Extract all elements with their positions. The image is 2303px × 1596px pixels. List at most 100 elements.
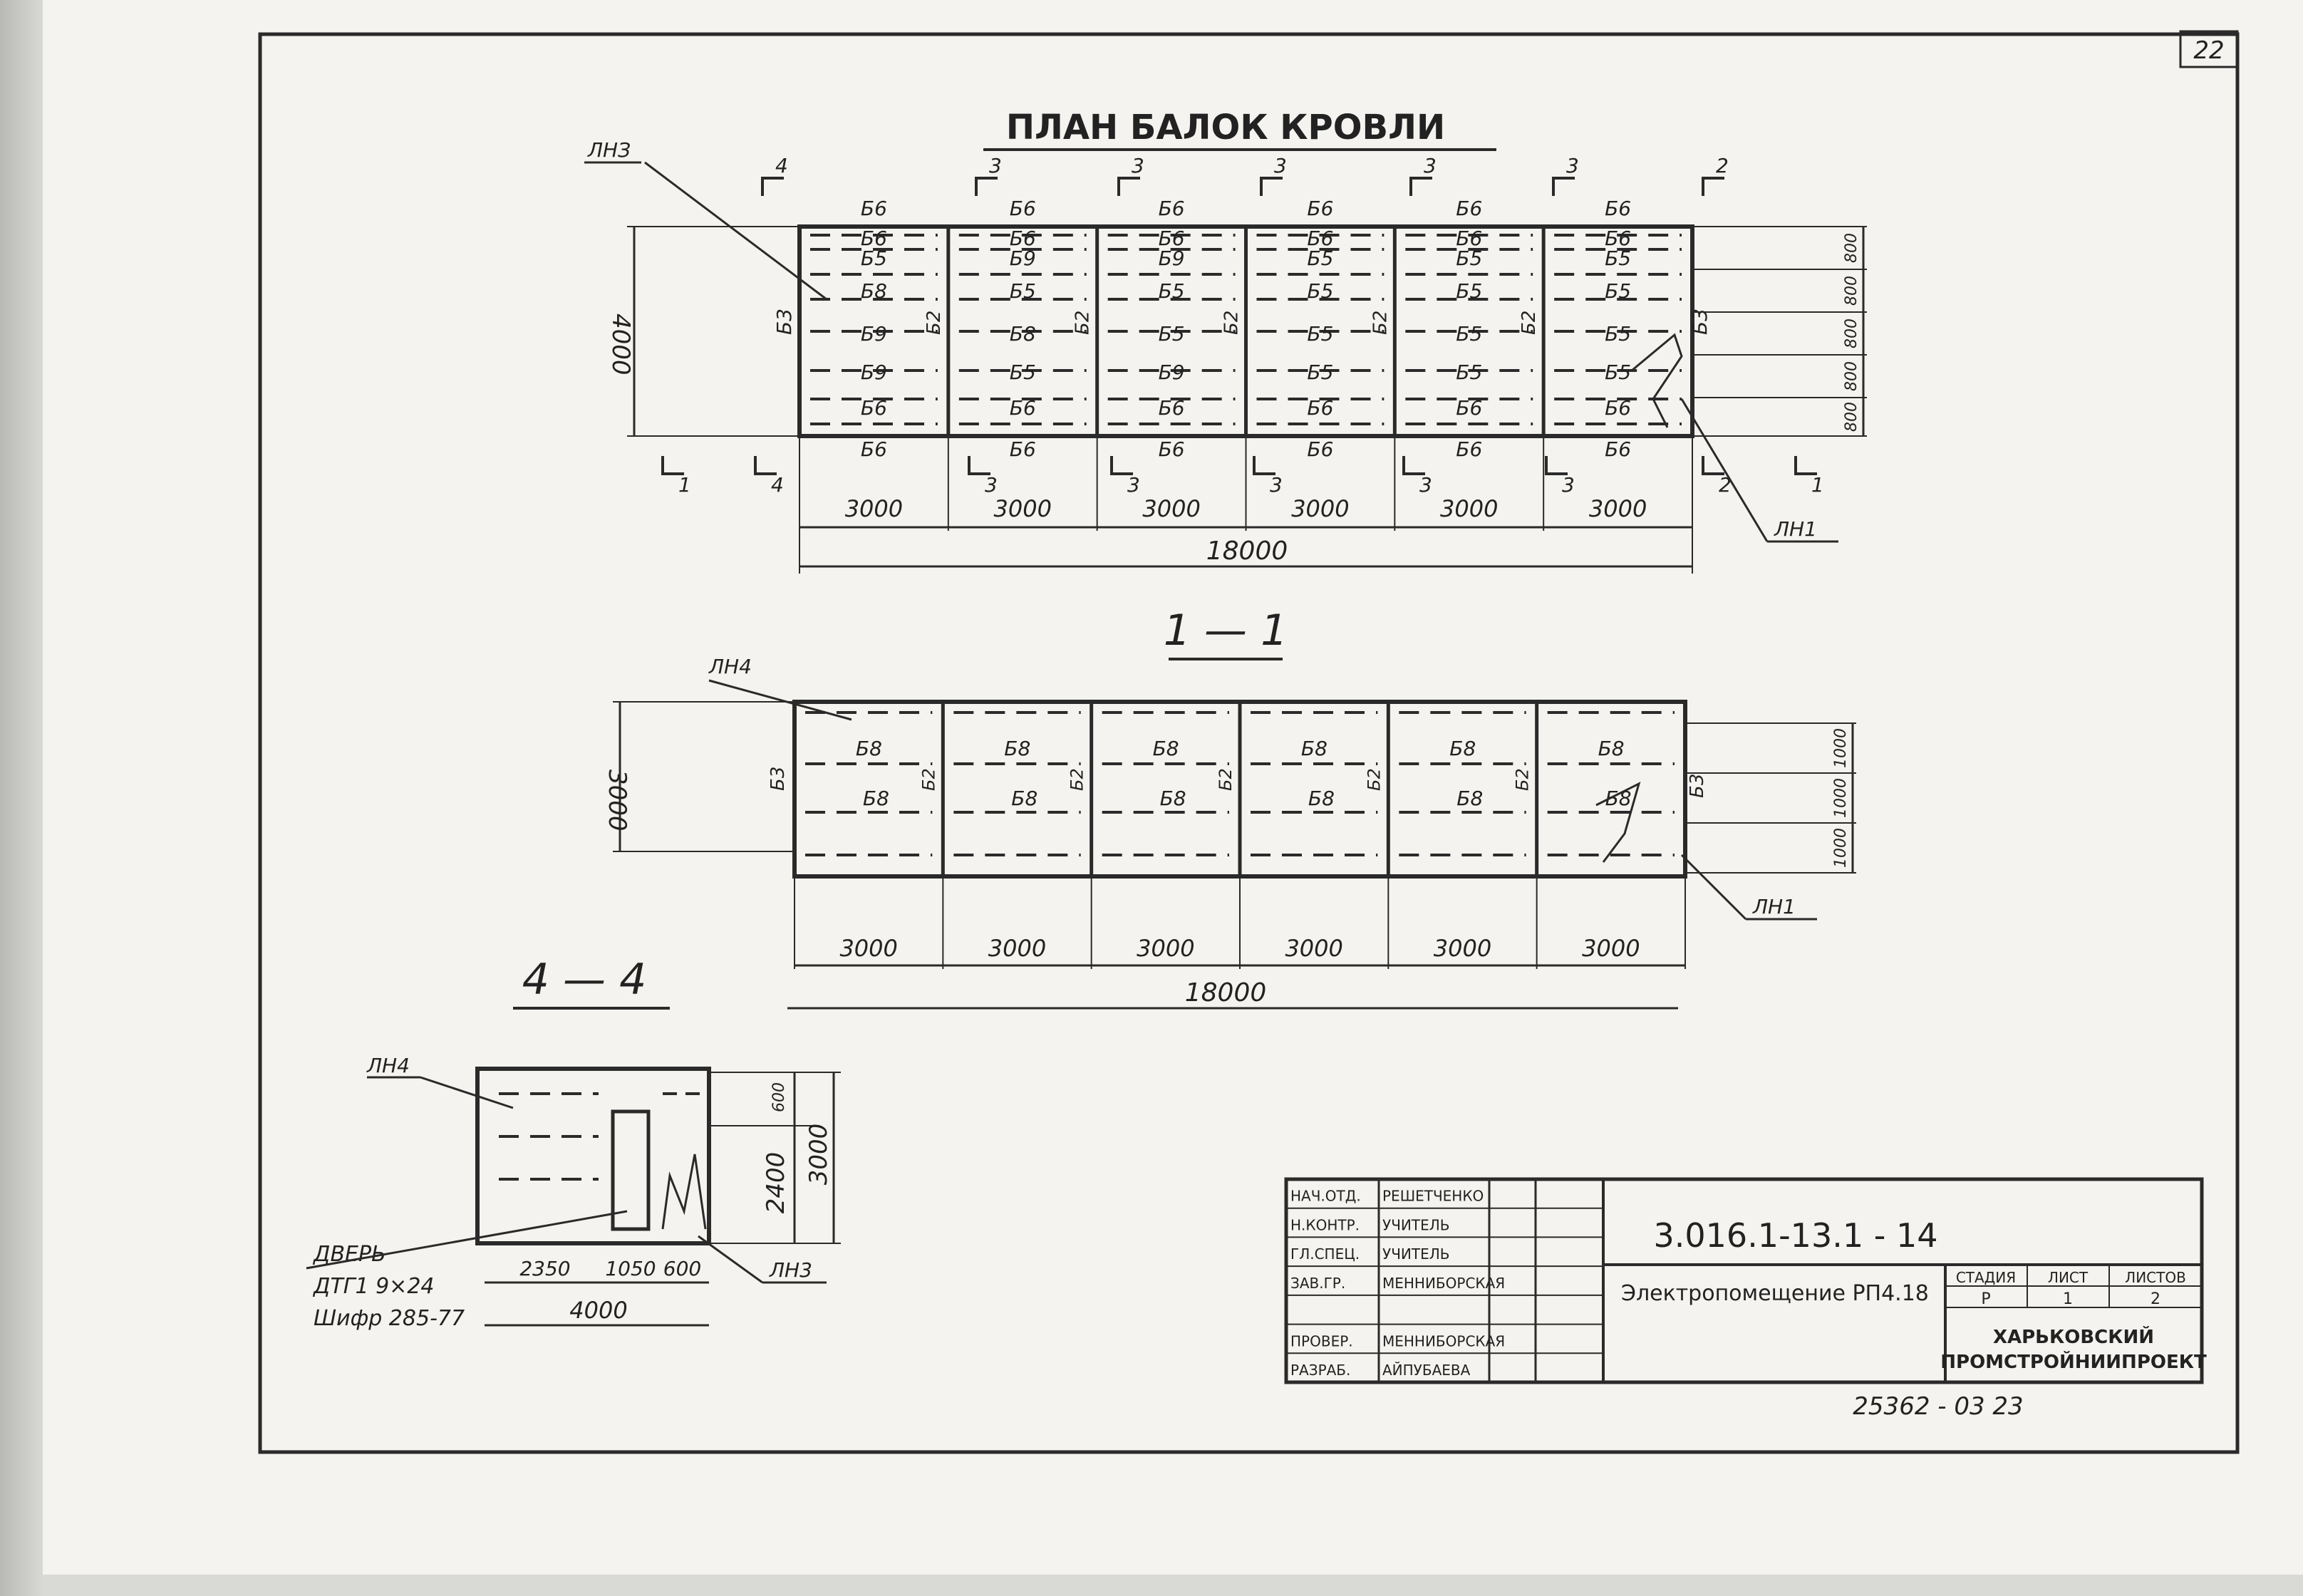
- section-mark-bottom: [661, 456, 684, 475]
- section-mark-top: [761, 177, 784, 196]
- section-4-4-bottom-dim: 1050: [605, 1257, 656, 1280]
- plan-beam-label: Б5: [1307, 279, 1333, 303]
- plan-beam-label: Б5: [861, 247, 887, 270]
- plan-right-dim: 800: [1843, 318, 1860, 348]
- plan-beam-label: Б5: [1307, 322, 1333, 346]
- title-block-role: РАЗРАБ.: [1290, 1362, 1350, 1379]
- plan-total-label: 18000: [1206, 537, 1288, 566]
- door-note-line: ДВЕРЬ: [312, 1242, 386, 1267]
- section-1-1-beam-label: Б8: [863, 787, 889, 810]
- section-4-4-bottom-dim: 2350: [519, 1257, 570, 1280]
- plan-beam-label: Б8: [861, 279, 887, 303]
- plan-beam-label: Б6: [1307, 437, 1333, 461]
- section-1-1-mid-beam: Б2: [1216, 768, 1236, 791]
- title-block-role: НАЧ.ОТД.: [1290, 1188, 1361, 1205]
- stage-value: 1: [2063, 1290, 2073, 1308]
- section-1-1-bay-label: 3000: [1582, 935, 1640, 962]
- section-mark-top-label: 3: [1274, 154, 1287, 177]
- section-mark-bottom-label: 1: [678, 473, 691, 497]
- section-4-4-title: 4 — 4: [522, 955, 647, 1005]
- plan-beam-label: Б6: [861, 396, 887, 420]
- plan-mid-beam-label: Б2: [1221, 311, 1243, 335]
- section-1-1-beam-label: Б8: [1011, 787, 1037, 810]
- section-mark-bottom: [1110, 456, 1133, 475]
- section-mark-bottom: [1794, 456, 1817, 475]
- plan-beam-label: Б6: [1605, 227, 1631, 250]
- scan-shadow: [0, 0, 43, 1596]
- section-1-1-right-dim: 1000: [1832, 828, 1850, 868]
- title-block-name: МЕННИБОРСКАЯ: [1382, 1275, 1505, 1292]
- section-1-1-beam-label: Б8: [1153, 737, 1179, 760]
- plan-beam-label: Б6: [1159, 227, 1185, 250]
- title-block-role: ПРОВЕР.: [1290, 1332, 1353, 1349]
- section-mark-bottom-label: 4: [771, 473, 784, 497]
- plan-beam-label: Б9: [861, 322, 887, 346]
- plan-beam-label: Б6: [1456, 197, 1482, 220]
- plan-beam-label: Б9: [861, 361, 887, 384]
- section-mark-bottom: [1253, 456, 1275, 475]
- section-mark-top-label: 3: [1566, 154, 1579, 177]
- plan-height-label: 4000: [606, 314, 635, 375]
- sheet-frame: [258, 32, 2240, 1454]
- plan-edge-beam-right: Б3: [1688, 309, 1712, 335]
- section-1-1-height-label: 3000: [603, 770, 631, 831]
- plan-beam-label: Б5: [1605, 361, 1631, 384]
- section-1-1-mid-beam: Б2: [918, 768, 938, 791]
- plan-beam-label: Б6: [1456, 437, 1482, 461]
- plan-beam-label: Б6: [1605, 437, 1631, 461]
- sheet-number: 22: [2193, 36, 2224, 65]
- plan-beam-label: Б6: [1159, 437, 1185, 461]
- plan-beam-label: Б5: [1010, 361, 1036, 384]
- plan-beam-label: Б6: [1010, 437, 1036, 461]
- plan-beam-label: Б6: [1605, 396, 1631, 420]
- section-mark-top-label: 3: [1132, 154, 1144, 177]
- stage-header: ЛИСТОВ: [2125, 1269, 2186, 1286]
- section-mark-bottom-label: 2: [1719, 473, 1732, 497]
- drawing-object: Электропомещение РП4.18: [1621, 1281, 1929, 1306]
- plan-title: ПЛАН БАЛОК КРОВЛИ: [1006, 108, 1445, 147]
- plan-beam-label: Б6: [1605, 197, 1631, 220]
- section-1-1-total-label: 18000: [1185, 978, 1267, 1007]
- title-block-name: РЕШЕТЧЕНКО: [1382, 1188, 1484, 1205]
- section-mark-top-label: 3: [1424, 154, 1437, 177]
- stage-header: СТАДИЯ: [1956, 1269, 2016, 1286]
- section-1-1-beam-label: Б8: [1598, 737, 1625, 760]
- section-mark-top-label: 4: [775, 154, 788, 177]
- break-line-section: [1595, 782, 1641, 863]
- plan-beam-label: Б5: [1307, 247, 1333, 270]
- plan-beam-label: Б6: [1307, 197, 1333, 220]
- callout-ln1-section-leader: [1680, 854, 1747, 921]
- section-mark-top: [1409, 177, 1432, 196]
- section-mark-top-label: 3: [989, 154, 1002, 177]
- section-mark-top: [1117, 177, 1140, 196]
- title-block-role: Н.КОНТР.: [1290, 1216, 1360, 1233]
- plan-beam-label: Б6: [861, 197, 887, 220]
- callout-ln4-small: ЛН4: [366, 1054, 410, 1077]
- section-1-1-beam-label: Б8: [1004, 737, 1030, 760]
- plan-beam-label: Б5: [1456, 279, 1482, 303]
- title-block-name: УЧИТЕЛЬ: [1382, 1245, 1449, 1263]
- plan-bay-label: 3000: [1589, 495, 1647, 522]
- plan-beam-label: Б9: [1010, 247, 1036, 270]
- plan-beam-label: Б5: [1159, 279, 1185, 303]
- section-mark-bottom: [968, 456, 990, 475]
- plan-beam-label: Б5: [1456, 361, 1482, 384]
- plan-beam-label: Б6: [861, 437, 887, 461]
- plan-beam-label: Б5: [1456, 322, 1482, 346]
- door-note-line: Шифр 285-77: [314, 1306, 465, 1331]
- section-1-1-bay-label: 3000: [988, 935, 1046, 962]
- plan-beam-label: Б8: [1010, 322, 1036, 346]
- section-4-4-door: [611, 1109, 651, 1231]
- plan-beam-label: Б5: [1456, 247, 1482, 270]
- section-4-4-right-total: 3000: [804, 1124, 833, 1186]
- plan-mid-beam-label: Б2: [1370, 311, 1391, 335]
- section-4-4-right-dim: 2400: [762, 1152, 790, 1214]
- plan-mid-beam-label: Б2: [1072, 311, 1094, 335]
- section-mark-bottom: [1402, 456, 1425, 475]
- plan-beam-label: Б5: [1307, 361, 1333, 384]
- title-block-role: ГЛ.СПЕЦ.: [1290, 1245, 1360, 1263]
- section-1-1-beam-label: Б8: [1301, 737, 1328, 760]
- section-1-1-bay-label: 3000: [1434, 935, 1491, 962]
- door-note-line: ДТГ1 9×24: [312, 1274, 435, 1299]
